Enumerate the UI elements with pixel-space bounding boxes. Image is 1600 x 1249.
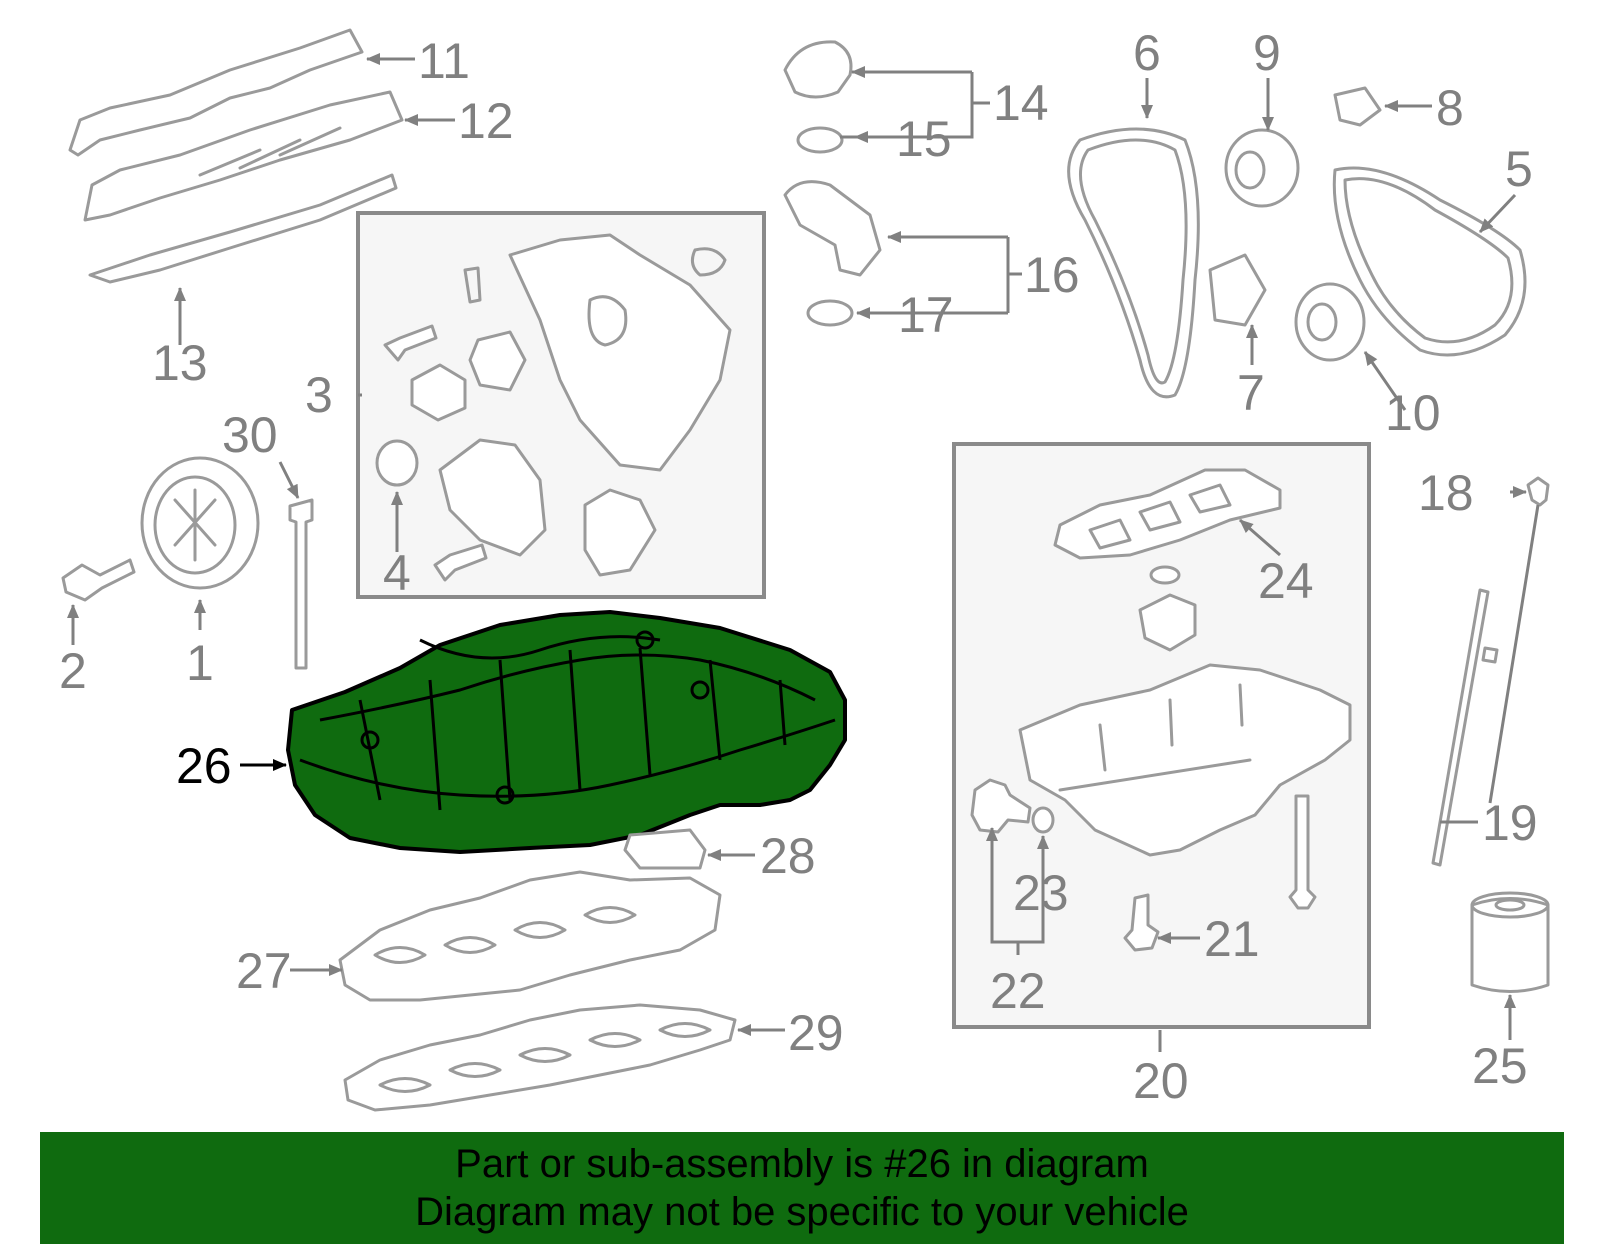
part-19-dipstick-tube — [1431, 588, 1490, 867]
label-6: 6 — [1133, 25, 1161, 81]
part-18-dipstick-handle — [1526, 476, 1550, 507]
part-11-engine-cover — [68, 28, 364, 157]
part-24-plug — [1149, 565, 1181, 585]
part-3-timing-cover — [508, 233, 732, 472]
label-20: 20 — [1133, 1053, 1189, 1109]
part-16-filler-tube — [783, 180, 882, 277]
label-30: 30 — [222, 407, 278, 463]
part-21-bolt — [1123, 893, 1160, 952]
label-13: 13 — [152, 335, 208, 391]
label-28: 28 — [760, 828, 816, 884]
part-3-water-pump — [438, 438, 547, 557]
part-8-tensioner — [1333, 86, 1382, 127]
part-3-thermostat — [583, 488, 657, 577]
part-10-sprocket — [1294, 282, 1366, 362]
label-5: 5 — [1505, 141, 1533, 197]
part-7-chain-guide — [1208, 253, 1267, 327]
label-29: 29 — [788, 1005, 844, 1061]
part-28-throttle-gasket — [623, 828, 707, 870]
label-21: 21 — [1204, 911, 1260, 967]
label-16: 16 — [1024, 247, 1080, 303]
label-2: 2 — [59, 643, 87, 699]
part-1-pulley — [140, 456, 260, 590]
part-30-long-bolt — [288, 498, 314, 670]
part-14-oil-cap — [783, 40, 853, 99]
part-3-bolt — [383, 324, 438, 362]
part-4-seal — [375, 439, 419, 487]
label-17: 17 — [898, 287, 954, 343]
label-19: 19 — [1482, 795, 1538, 851]
part-22-drain-plug — [970, 778, 1032, 834]
label-26: 26 — [176, 738, 232, 794]
part-15-o-ring — [796, 126, 844, 154]
label-11: 11 — [418, 33, 470, 89]
part-oil-pickup — [1138, 593, 1197, 652]
label-24: 24 — [1258, 553, 1314, 609]
label-12: 12 — [458, 93, 514, 149]
label-1: 1 — [186, 635, 214, 691]
part-13-gasket — [88, 173, 398, 284]
label-3: 3 — [305, 367, 333, 423]
part-17-o-ring — [806, 299, 854, 327]
label-7: 7 — [1237, 365, 1265, 421]
part-6-timing-chain — [1067, 127, 1200, 399]
part-5-timing-chain — [1332, 166, 1527, 357]
part-25-oil-filter — [1470, 897, 1550, 993]
part-3-bolt-lower — [433, 543, 488, 582]
label-10: 10 — [1385, 385, 1441, 441]
label-27: 27 — [236, 943, 292, 999]
label-25: 25 — [1472, 1038, 1528, 1094]
leader-lines — [67, 53, 1540, 1052]
part-pan-long-bolt — [1288, 794, 1317, 910]
part-2-bolt — [61, 558, 136, 602]
banner-line-1: Part or sub-assembly is #26 in diagram — [455, 1142, 1149, 1186]
part-3-pulley-small — [410, 363, 467, 422]
label-14: 14 — [993, 75, 1049, 131]
label-15: 15 — [896, 111, 952, 167]
label-8: 8 — [1436, 80, 1464, 136]
part-20-oil-pan — [1018, 663, 1352, 857]
part-3-gasket-small — [468, 330, 527, 392]
banner-line-2: Diagram may not be specific to your vehi… — [415, 1190, 1189, 1234]
part-29-manifold-gasket — [343, 1003, 737, 1112]
part-23-washer — [1031, 806, 1055, 834]
label-4: 4 — [383, 545, 411, 601]
label-18: 18 — [1418, 465, 1474, 521]
info-banner: Part or sub-assembly is #26 in diagram D… — [40, 1132, 1564, 1244]
label-23: 23 — [1013, 865, 1069, 921]
label-22: 22 — [990, 963, 1046, 1019]
label-9: 9 — [1253, 25, 1281, 81]
